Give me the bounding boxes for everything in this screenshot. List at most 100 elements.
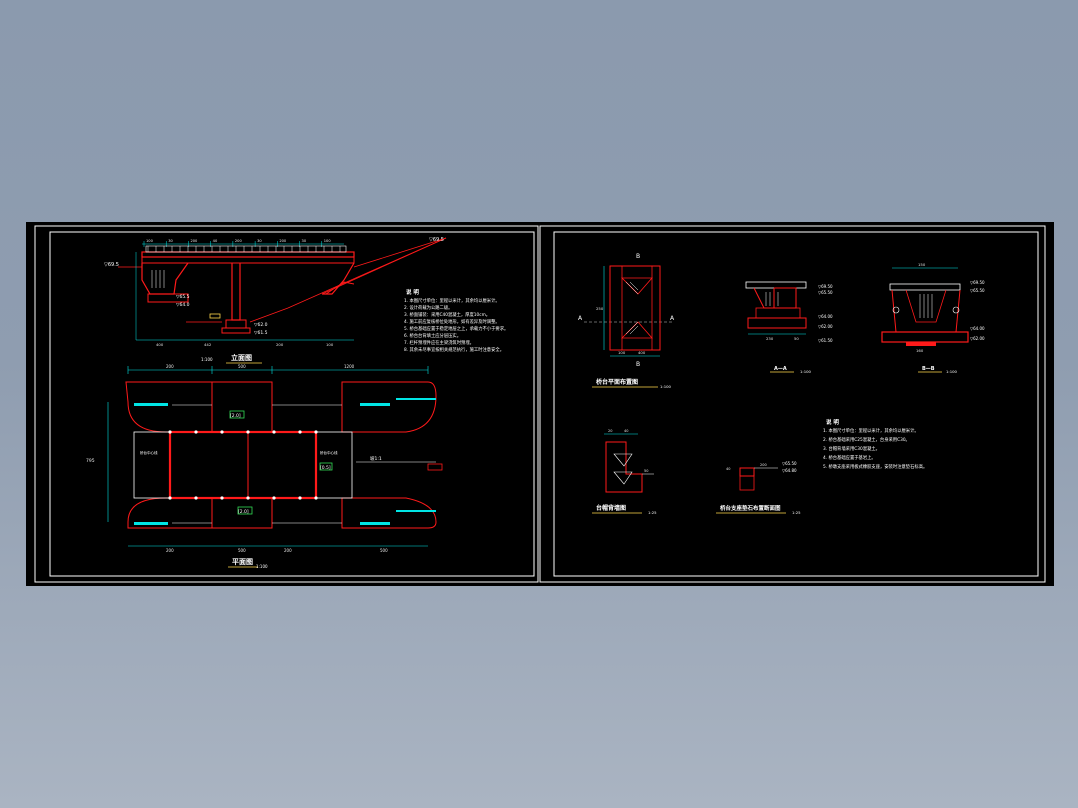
cut-b-top: B	[636, 253, 640, 260]
plan-tag-3: [2.0]	[238, 509, 249, 515]
bearing-level-2: ▽64.80	[782, 468, 797, 473]
section-bb-title: B—B	[922, 366, 935, 372]
bb-level-3: ▽64.00	[970, 326, 985, 331]
cut-a-right: A	[670, 315, 675, 322]
plan-tag-2: [0.5]	[320, 465, 331, 471]
plan-top-dim-2: 500	[238, 364, 246, 369]
abutment-plan-view: B B A A 250 100 400 桥台平面布置图 1:100	[578, 253, 675, 389]
elev-top-dim: 30	[302, 239, 307, 243]
plan-view: 200 500 1200 795	[86, 364, 443, 569]
bb-dim-2: 160	[916, 348, 924, 353]
bb-level-4: ▽62.00	[970, 336, 985, 341]
right-note-1: 1. 本图尺寸单位：里程以米计，其余均以厘米计。	[823, 427, 919, 434]
right-note-3: 3. 台帽背墙采用C30混凝土。	[823, 445, 880, 452]
elev-top-dim: 30	[168, 239, 173, 243]
elev-left-level: ▽69.5	[104, 262, 119, 268]
aa-level-2: ▽65.50	[818, 290, 833, 295]
plan-top-dim-3: 1200	[344, 364, 355, 369]
outer-frame-right	[539, 225, 1046, 583]
right-note-2: 2. 桥台基础采用C25混凝土，台身采用C30。	[823, 436, 910, 443]
aa-level-5: ▽61.50	[818, 338, 833, 343]
cap-detail-title: 台帽背墙图	[596, 504, 626, 512]
aa-level-4: ▽62.00	[818, 324, 833, 329]
elev-top-dim: 30	[257, 239, 262, 243]
deck-node	[194, 496, 198, 500]
bb-level-1: ▽69.50	[970, 280, 985, 285]
right-notes-heading: 说 明	[826, 418, 839, 426]
left-note-1: 1. 本图尺寸单位：里程以米计，其余均以厘米计。	[404, 297, 500, 304]
section-bb-view: 150 160 ▽69.50 ▽65.50 ▽64.00 ▽62.00 B—B …	[881, 262, 985, 374]
plan-top-dim-1: 200	[166, 364, 174, 369]
cap-detail-view: 20 40 50 台帽背墙图 1:25	[592, 429, 657, 515]
deck-node	[246, 430, 250, 434]
cap-dim-3: 50	[644, 469, 648, 473]
plan-bottom-dim-3: 200	[284, 548, 292, 553]
plan-slope-label: 坡1:1	[370, 455, 382, 462]
aa-level-1: ▽69.50	[818, 284, 833, 289]
aa-dim-1: 230	[766, 336, 774, 341]
bearing-dim-1: 40	[726, 467, 730, 471]
elev-top-dim: 200	[235, 239, 243, 243]
elev-bottom-dim: 400	[156, 342, 164, 347]
right-note-4: 4. 桥台基础应置于基岩上。	[823, 454, 876, 461]
elev-bottom-dim: 442	[204, 342, 212, 347]
plan-tag-1: [2.0]	[230, 413, 241, 419]
deck-node	[272, 430, 276, 434]
abutment-label-right: 桥台中心线	[320, 450, 338, 455]
plan-title: 平面图	[232, 557, 253, 566]
left-note-4: 4. 施工前应复核桥位处地形，如有差异及时调整。	[404, 318, 500, 325]
elev-top-dim: 40	[213, 239, 218, 243]
deck-node	[298, 430, 302, 434]
abutment-plan-scale: 1:100	[660, 384, 672, 389]
aa-level-3: ▽64.00	[818, 314, 833, 319]
section-aa-view: 230 50 ▽69.50 ▽65.50 ▽64.00 ▽62.00 ▽61.5…	[745, 281, 833, 374]
deck-node	[168, 496, 172, 500]
deck-node	[194, 430, 198, 434]
outer-frame-left	[34, 225, 539, 583]
elevation-title: 立面图	[231, 353, 252, 362]
elev-top-dim: 100	[146, 239, 154, 243]
cut-a-left: A	[578, 315, 583, 322]
elev-bottom-dim: 200	[276, 342, 284, 347]
section-bb-scale: 1:100	[946, 369, 958, 374]
left-notes: 说 明 1. 本图尺寸单位：里程以米计，其余均以厘米计。 2. 设计荷载为公路二…	[404, 288, 508, 353]
abutment-label-left: 桥台中心线	[140, 450, 158, 455]
right-note-5: 5. 桥墩支座采用板式橡胶支座，安装时注意垫石标高。	[823, 463, 927, 470]
bb-dim-1: 150	[918, 262, 926, 267]
bb-level-2: ▽65.50	[970, 288, 985, 293]
elev-top-dim: 100	[324, 239, 332, 243]
deck-node	[314, 430, 318, 434]
abutment-plan-title: 桥台平面布置图	[596, 378, 638, 386]
deck-node	[272, 496, 276, 500]
section-aa-scale: 1:100	[800, 369, 812, 374]
right-notes: 说 明 1. 本图尺寸单位：里程以米计，其余均以厘米计。 2. 桥台基础采用C2…	[823, 418, 927, 470]
elevation-scale: 1:100	[201, 357, 213, 362]
elev-top-dim: 200	[190, 239, 198, 243]
deck-node	[246, 496, 250, 500]
left-note-2: 2. 设计荷载为公路二级。	[404, 304, 452, 311]
elev-top-dim: 200	[279, 239, 287, 243]
cap-detail-scale: 1:25	[648, 510, 657, 515]
plan-bottom-dim-4: 500	[380, 548, 388, 553]
abut-plan-dim-3: 400	[638, 350, 646, 355]
plan-bottom-dim-2: 500	[238, 548, 246, 553]
plan-scale: 1:100	[256, 564, 268, 569]
bearing-detail-scale: 1:25	[792, 510, 801, 515]
aa-dim-2: 50	[794, 336, 799, 341]
elev-level-2: ▽64.0	[176, 302, 190, 308]
abut-plan-dim-1: 250	[596, 306, 604, 311]
cut-b-bottom: B	[636, 361, 640, 368]
left-note-3: 3. 桥面铺装：采用C40混凝土，厚度10cm。	[404, 311, 490, 318]
deck-node	[220, 496, 224, 500]
left-note-6: 6. 桥台台背填土应分层压实。	[404, 332, 461, 339]
left-note-5: 5. 桥台基础应置于稳定地层之上，承载力不小于要求。	[404, 325, 508, 332]
left-note-8: 8. 其余未尽事宜按相关规范执行，施工时注意安全。	[404, 346, 504, 353]
inner-frame-right	[553, 231, 1039, 577]
deck-node	[220, 430, 224, 434]
deck-node	[298, 496, 302, 500]
section-aa-title: A—A	[774, 366, 787, 372]
bearing-detail-view: 40 200 ▽65.50 ▽64.80 桥台支座垫石布置断面图 1:25	[716, 461, 801, 515]
